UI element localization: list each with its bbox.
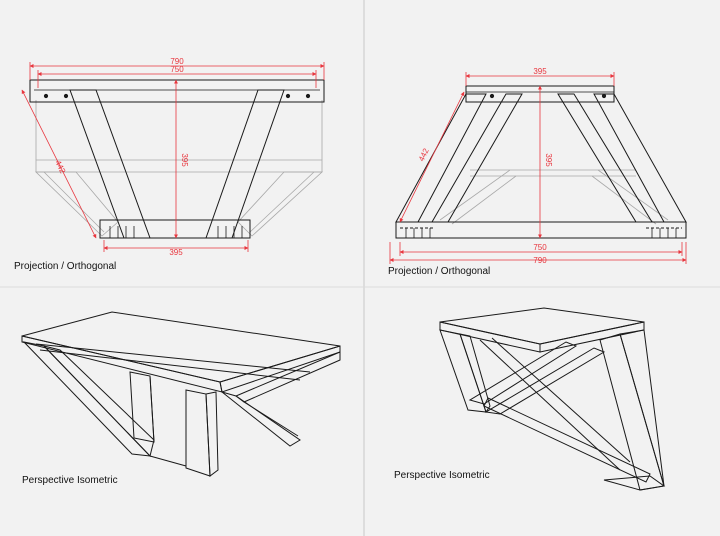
- orthogonal-view-left: [29, 79, 325, 239]
- caption-top-left: Projection / Orthogonal: [14, 261, 117, 272]
- table-top-left: [29, 79, 325, 103]
- leg-left: [69, 89, 151, 239]
- iso-brace-a: [468, 341, 578, 405]
- leg-right: [205, 89, 285, 239]
- dimensions-left: [21, 62, 325, 252]
- caption-bottom-right: Perspective Isometric: [394, 470, 490, 481]
- caption-bottom-left: Perspective Isometric: [22, 475, 118, 486]
- ghost-side-view: [35, 100, 324, 237]
- dim-inner-right: 750: [533, 243, 547, 252]
- ghost-bracing: [439, 169, 669, 225]
- dim-diagonal-right: 442: [417, 146, 431, 162]
- dim-height-right: 395: [544, 153, 553, 167]
- dim-overall-right: 790: [533, 256, 547, 265]
- caption-top-right: Projection / Orthogonal: [388, 266, 491, 277]
- dim-bottom-left: 395: [169, 248, 183, 257]
- inner-leg-left: [431, 93, 523, 223]
- dim-height-left: 395: [180, 153, 189, 167]
- dim-top-right: 395: [533, 67, 547, 76]
- iso-brace-right: [221, 391, 301, 447]
- dim-inner-left: 750: [170, 65, 184, 74]
- iso-leg-back-left: [22, 341, 152, 457]
- orthogonal-view-right: [395, 85, 687, 239]
- isometric-view-right: [439, 307, 666, 491]
- bottom-rail-right: [395, 221, 687, 239]
- iso-brace-b: [483, 397, 651, 483]
- dimensions-right: [389, 72, 687, 264]
- isometric-view-left: [21, 311, 341, 477]
- dim-overall-left: 790: [170, 57, 184, 66]
- dim-diagonal-left: 442: [53, 159, 67, 175]
